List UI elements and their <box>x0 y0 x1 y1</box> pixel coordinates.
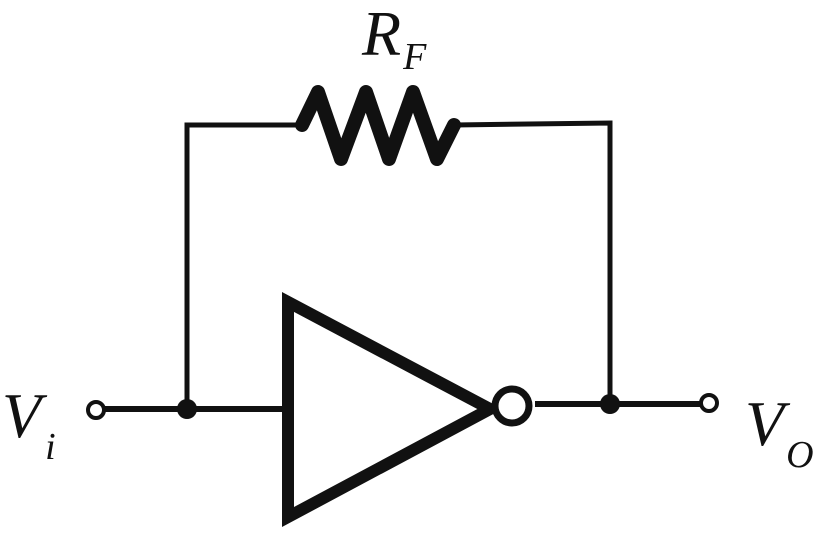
feedback-wire-right <box>453 120 613 404</box>
output-terminal <box>699 393 719 413</box>
feedback-wire-left <box>184 122 302 409</box>
output-terminal-label: VO <box>745 388 814 476</box>
feedback-resistor-label: RF <box>361 0 427 78</box>
input-junction-dot <box>177 399 197 419</box>
output-junction-dot <box>600 394 620 414</box>
input-terminal <box>86 400 106 420</box>
amplifier-triangle <box>282 292 503 528</box>
feedback-resistor <box>295 85 461 166</box>
inversion-bubble <box>491 385 533 427</box>
